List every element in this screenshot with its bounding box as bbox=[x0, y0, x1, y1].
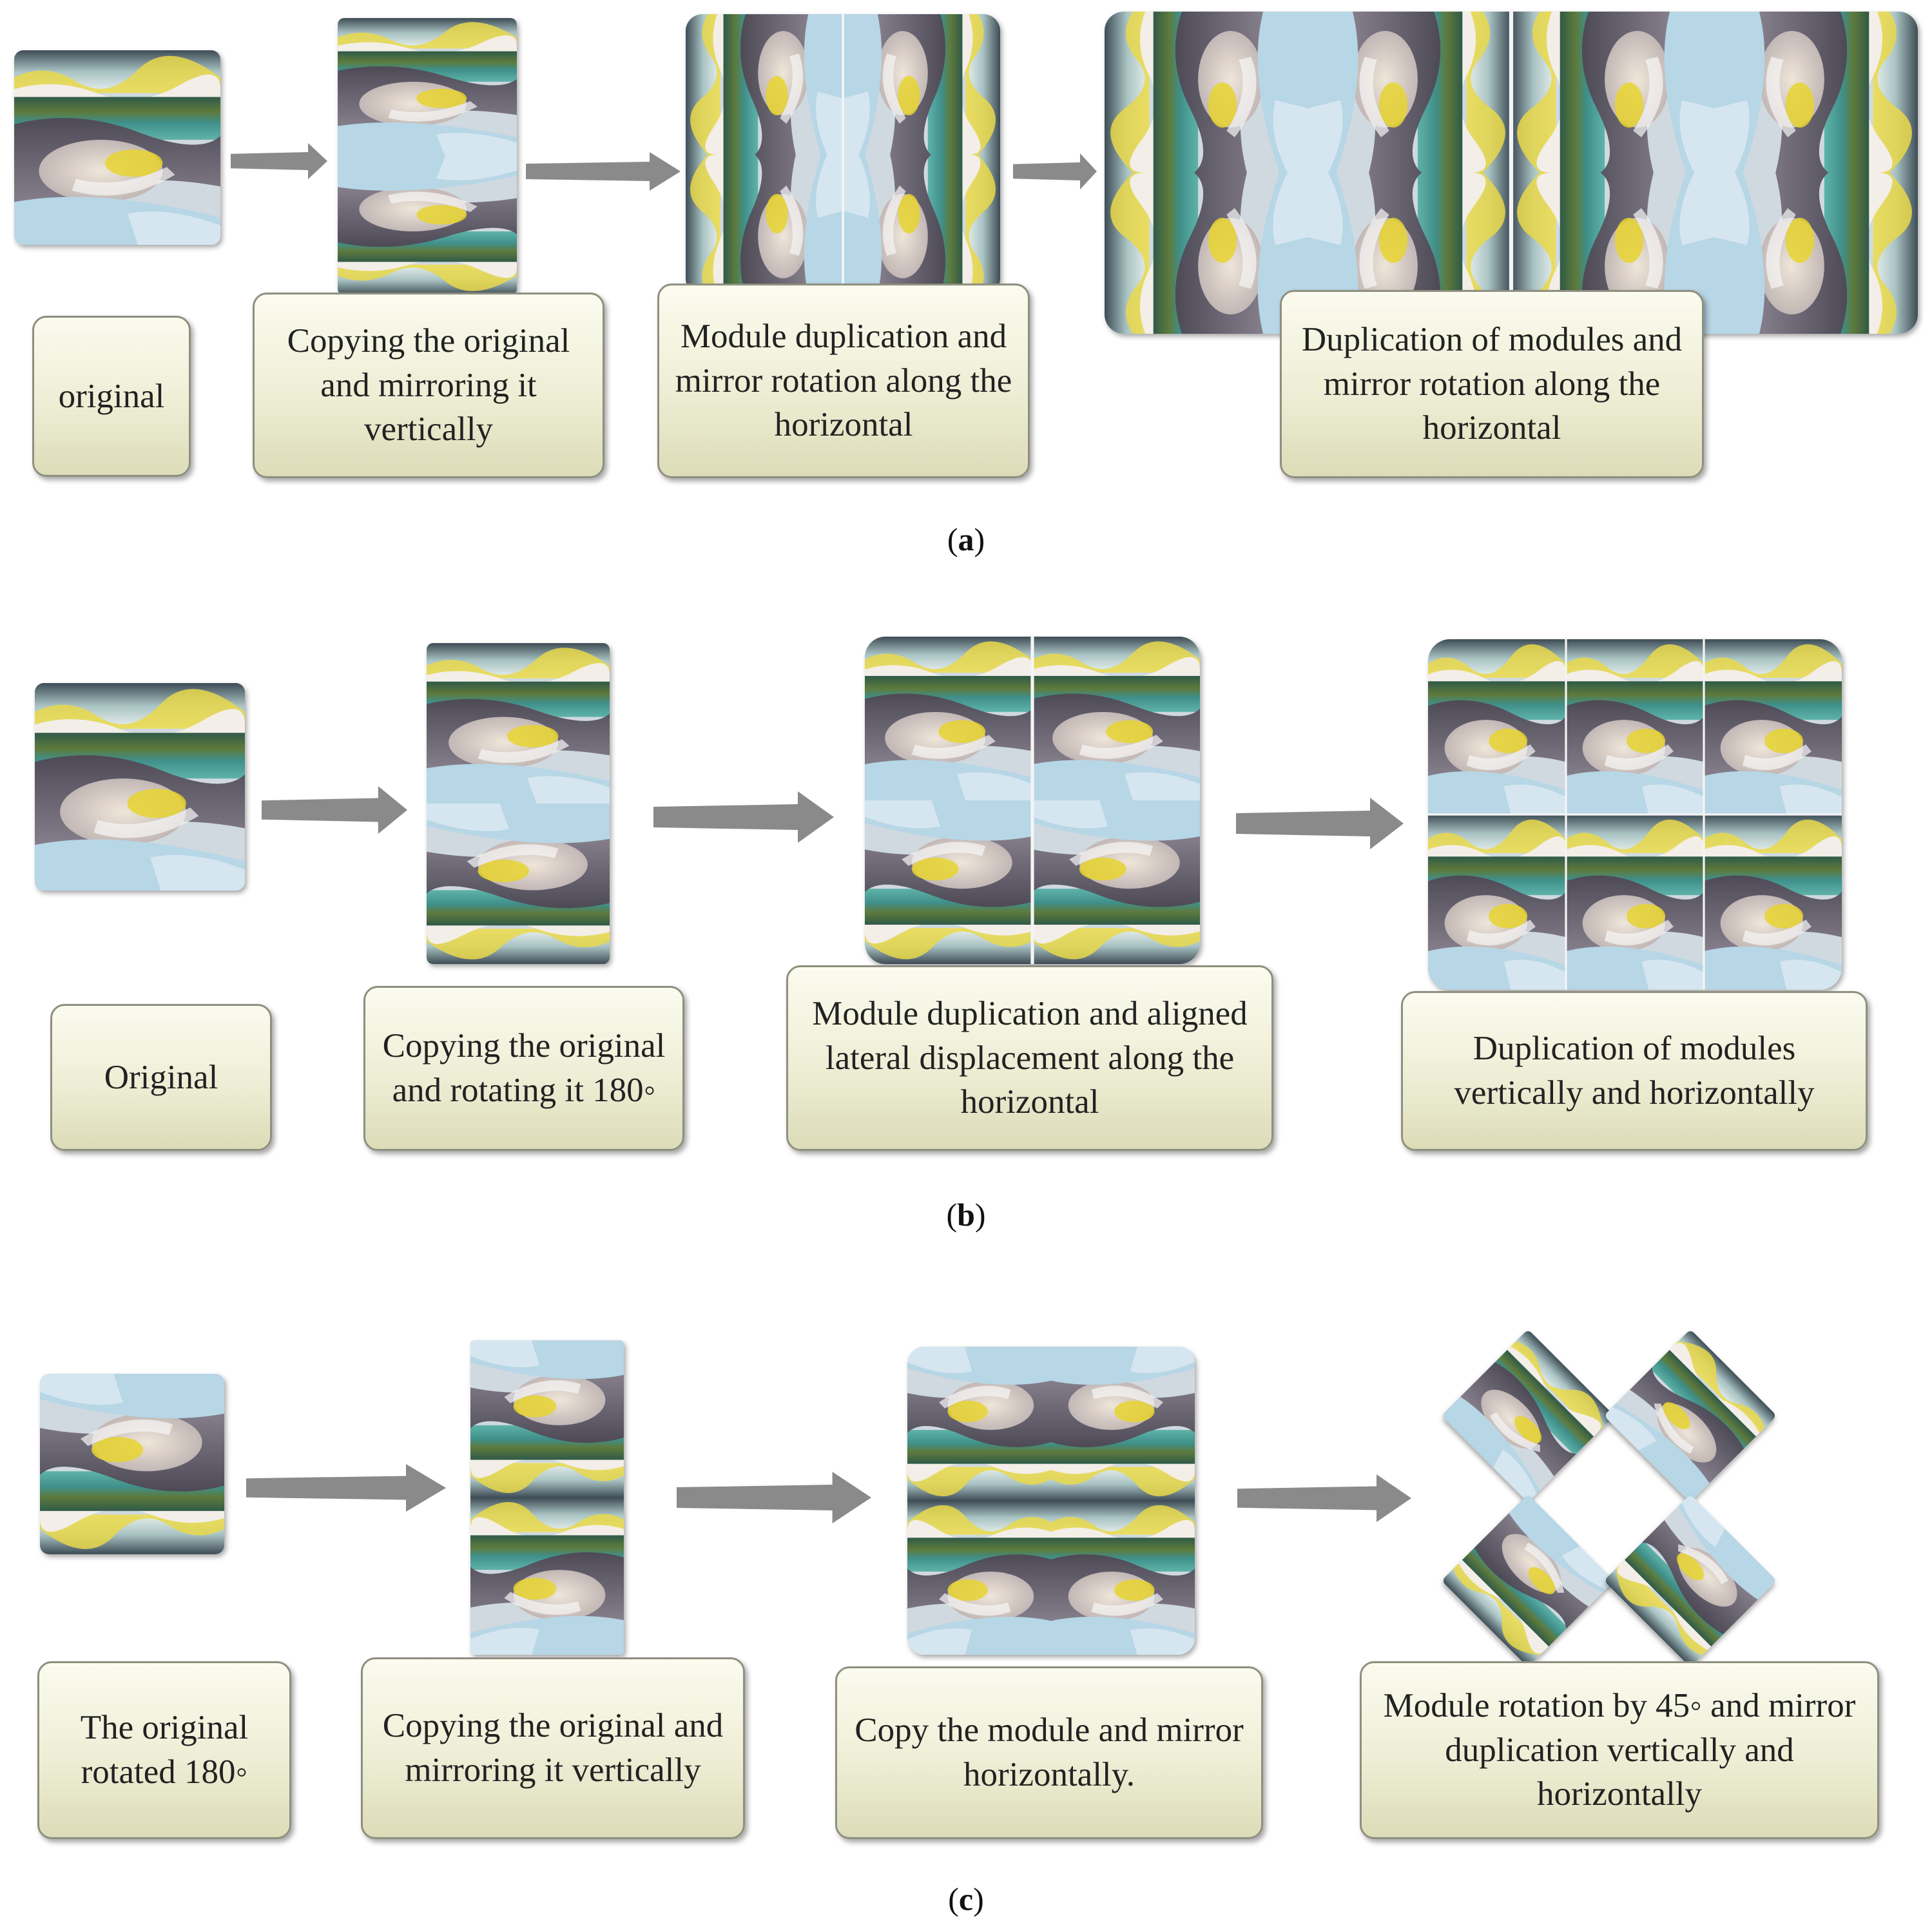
module-duplication-tile-a bbox=[686, 14, 1000, 295]
original-rotated-tile-c bbox=[40, 1374, 224, 1554]
label-a-duplication-of-modules: Duplication of modules and mirror rotati… bbox=[1280, 290, 1704, 478]
label-text: Duplication of modules and mirror rotati… bbox=[1301, 320, 1683, 447]
label-a-module-duplication: Module duplication and mirror rotation a… bbox=[657, 284, 1030, 478]
label-text: Copying the original and mirroring it ve… bbox=[287, 322, 570, 448]
label-text: Duplication of modules vertically and ho… bbox=[1454, 1030, 1815, 1112]
label-b-original: Original bbox=[50, 1004, 272, 1151]
lateral-displacement-tile-b bbox=[865, 637, 1200, 964]
mirror-horizontal-tile-c bbox=[907, 1347, 1195, 1655]
original-tile-b bbox=[35, 683, 245, 891]
label-c-mirror-horizontal: Copy the module and mirror horizontally. bbox=[835, 1666, 1263, 1839]
arrow-a3 bbox=[1013, 153, 1097, 189]
label-c-mirror-vertical: Copying the original and mirroring it ve… bbox=[361, 1657, 745, 1839]
grid-modules-tile-b bbox=[1428, 639, 1842, 990]
label-text: Copying the original and rotating it 180… bbox=[382, 1027, 666, 1109]
mirrored-vertical-tile-a bbox=[338, 18, 517, 295]
diamond-module-top-right bbox=[1603, 1329, 1777, 1503]
arrow-c3 bbox=[1237, 1474, 1411, 1522]
caption-letter: b bbox=[957, 1197, 975, 1233]
label-text: The original rotated 180◦ bbox=[80, 1709, 249, 1791]
caption-a: (a) bbox=[947, 521, 985, 557]
arrow-b1 bbox=[262, 786, 407, 834]
label-text: Copying the original and mirroring it ve… bbox=[382, 1707, 724, 1789]
label-text: Module duplication and mirror rotation a… bbox=[675, 317, 1012, 444]
label-text: Module duplication and aligned lateral d… bbox=[812, 994, 1248, 1121]
original-tile-a bbox=[14, 50, 220, 245]
label-text: Module rotation by 45◦ and mirror duplic… bbox=[1383, 1686, 1856, 1813]
arrow-c1 bbox=[246, 1464, 446, 1512]
duplicated-modules-tile-a bbox=[1105, 12, 1918, 334]
arrow-a1 bbox=[231, 143, 327, 179]
label-b-lateral-displacement: Module duplication and aligned lateral d… bbox=[786, 965, 1273, 1151]
rotated-180-tile-b bbox=[427, 643, 610, 964]
label-b-rotating-180: Copying the original and rotating it 180… bbox=[363, 986, 684, 1151]
arrow-b2 bbox=[653, 791, 834, 843]
label-a-original: original bbox=[32, 316, 191, 477]
label-a-mirror-vertical: Copying the original and mirroring it ve… bbox=[253, 293, 604, 478]
diamond-module-bottom-left bbox=[1441, 1494, 1615, 1668]
label-text: original bbox=[58, 377, 165, 415]
arrow-a2 bbox=[526, 152, 681, 191]
arrow-b3 bbox=[1236, 798, 1404, 849]
diamond-module-bottom-right bbox=[1603, 1494, 1777, 1668]
label-b-vertical-horizontal: Duplication of modules vertically and ho… bbox=[1401, 991, 1868, 1151]
caption-letter: c bbox=[958, 1881, 974, 1917]
caption-b: (b) bbox=[946, 1197, 986, 1233]
caption-c: (c) bbox=[948, 1881, 984, 1917]
label-text: Copy the module and mirror horizontally. bbox=[855, 1711, 1244, 1793]
diamond-module-top-left bbox=[1441, 1329, 1615, 1503]
label-c-original-rotated: The original rotated 180◦ bbox=[37, 1661, 291, 1839]
mirrored-vertical-tile-c bbox=[470, 1340, 624, 1655]
caption-letter: a bbox=[958, 521, 974, 557]
arrow-c2 bbox=[677, 1472, 871, 1523]
label-c-rotation-45: Module rotation by 45◦ and mirror duplic… bbox=[1360, 1661, 1879, 1839]
rotated-45-modules-c bbox=[1441, 1329, 1802, 1670]
label-text: Original bbox=[104, 1058, 218, 1096]
